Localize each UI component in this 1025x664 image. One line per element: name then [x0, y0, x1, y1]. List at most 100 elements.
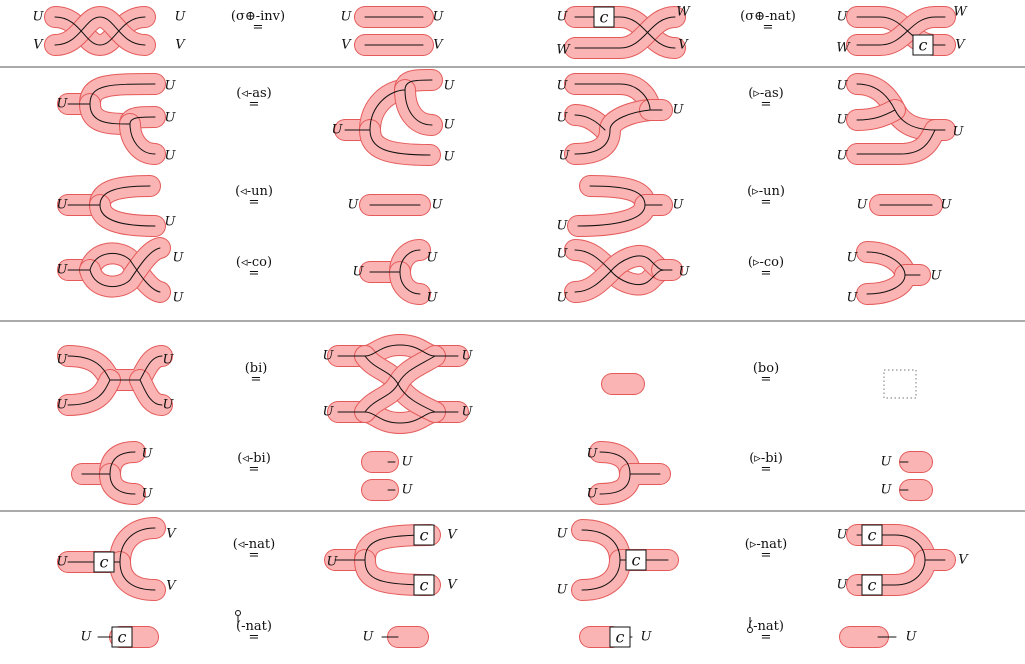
- morphism-box-c: c: [413, 574, 435, 596]
- inv-lhs-strand-bot: [54, 16, 146, 46]
- lbi-lhs-b: [109, 473, 136, 495]
- equals-sign: =: [249, 97, 260, 112]
- bi-lhs-top: [67, 355, 163, 381]
- rco-rhs-b-fill: [857, 265, 930, 304]
- label-V: V: [678, 38, 689, 53]
- label-U: U: [341, 10, 353, 25]
- label-U: U: [444, 150, 456, 165]
- ras-rhs-c-fill: [847, 120, 955, 164]
- run-lhs-cap: [589, 185, 646, 206]
- label-U: U: [679, 265, 691, 280]
- label-U: U: [33, 10, 45, 25]
- rule-name-right_as: (▹-as): [748, 86, 783, 101]
- label-U: U: [557, 527, 569, 542]
- label-U: U: [142, 447, 154, 462]
- label-U: U: [557, 247, 569, 262]
- ras-lhs-a: [574, 83, 651, 111]
- rnat-lhs-a: [581, 529, 621, 561]
- rnat-rhs-b: [856, 559, 946, 586]
- label-U: U: [348, 198, 360, 213]
- label-V: V: [33, 38, 44, 53]
- rbi-lhs-a: [599, 451, 631, 475]
- label-U: U: [327, 555, 339, 570]
- label-U: U: [165, 149, 177, 164]
- label-U: U: [402, 455, 414, 470]
- label-V: V: [166, 527, 177, 542]
- label-U: U: [175, 10, 187, 25]
- label-U: U: [402, 483, 414, 498]
- equals-sign: =: [253, 20, 264, 35]
- label-U: U: [462, 349, 474, 364]
- rule-name-left_nat: (◃-nat): [233, 537, 275, 552]
- bi-lhs-l2: [67, 379, 111, 406]
- las-rhs-up: [369, 89, 406, 131]
- label-V: V: [166, 579, 177, 594]
- label-U: U: [559, 149, 571, 164]
- text-layer: UVUV(σ⊕-inv)=UVUVUWWV(σ⊕-nat)=UWWVUUUU(◃…: [33, 5, 970, 646]
- label-U: U: [881, 455, 893, 470]
- label-V: V: [958, 553, 969, 568]
- lbi-lhs-a: [109, 451, 136, 475]
- label-U: U: [427, 251, 439, 266]
- rnat-rhs-a: [856, 534, 926, 561]
- nat-lhs-w: [574, 16, 676, 49]
- equals-sign: =: [249, 462, 260, 477]
- lco-lhs-a: [89, 252, 161, 293]
- box-label: c: [868, 576, 877, 595]
- rco-lhs-a: [574, 249, 666, 285]
- label-U: U: [837, 578, 849, 593]
- las-rhs-up-dn-fill: [395, 80, 442, 135]
- equals-sign: =: [761, 630, 772, 645]
- rco-rhs-a: [866, 251, 906, 276]
- label-U: U: [57, 198, 69, 213]
- label-U: U: [332, 123, 344, 138]
- label-V: V: [175, 38, 186, 53]
- label-U: U: [353, 265, 365, 280]
- label-U: U: [931, 269, 943, 284]
- rule-name-left_as: (◃-as): [236, 86, 271, 101]
- lnat-lhs-b: [119, 561, 156, 591]
- label-U: U: [323, 405, 335, 420]
- label-U: U: [557, 219, 569, 234]
- morphism-box-c: c: [861, 524, 883, 546]
- lco-rhs-a: [399, 249, 421, 273]
- box-label: c: [868, 526, 877, 545]
- rule-name-inv: (σ⊕-inv): [231, 9, 285, 24]
- morphism-box-c: c: [625, 549, 647, 571]
- box-label: c: [420, 526, 429, 545]
- label-U: U: [173, 291, 185, 306]
- label-U: U: [165, 111, 177, 126]
- ras-rhs-b: [856, 109, 896, 121]
- nat-rhs-w: [856, 16, 946, 46]
- las-lhs-mid-up: [129, 116, 156, 125]
- bi-lhs-r2: [139, 379, 163, 406]
- label-U: U: [165, 79, 177, 94]
- bo-rhs-empty-diagram: [883, 369, 917, 399]
- label-U: U: [847, 291, 859, 306]
- wire-layer: [54, 16, 946, 638]
- label-W: W: [676, 5, 691, 20]
- equals-sign: =: [761, 462, 772, 477]
- morphism-box-c: c: [609, 626, 631, 648]
- rule-name-counit_nat: (-nat): [748, 619, 784, 634]
- rule-name-nat_sigma: (σ⊕-nat): [740, 9, 796, 24]
- bi-rhs-x2: [364, 355, 436, 413]
- label-U: U: [163, 353, 175, 368]
- rco-lhs-b: [574, 255, 666, 293]
- rule-name-unit_nat: (-nat): [236, 619, 272, 634]
- counit-glyph-icon: [747, 627, 753, 633]
- morphism-box-c: c: [413, 524, 435, 546]
- label-U: U: [142, 487, 154, 502]
- ras-lhs-b: [574, 114, 606, 131]
- las-lhs-mid-dn: [129, 123, 156, 155]
- label-U: U: [557, 79, 569, 94]
- box-label: c: [100, 553, 109, 572]
- label-U: U: [81, 630, 93, 645]
- ras-rhs-c: [856, 129, 946, 155]
- label-U: U: [847, 251, 859, 266]
- rule-name-left_un: (◃-un): [235, 184, 273, 199]
- equals-sign: =: [249, 630, 260, 645]
- morphism-box-c: c: [93, 551, 115, 573]
- ras-lhs-c: [574, 109, 651, 155]
- label-U: U: [953, 125, 965, 140]
